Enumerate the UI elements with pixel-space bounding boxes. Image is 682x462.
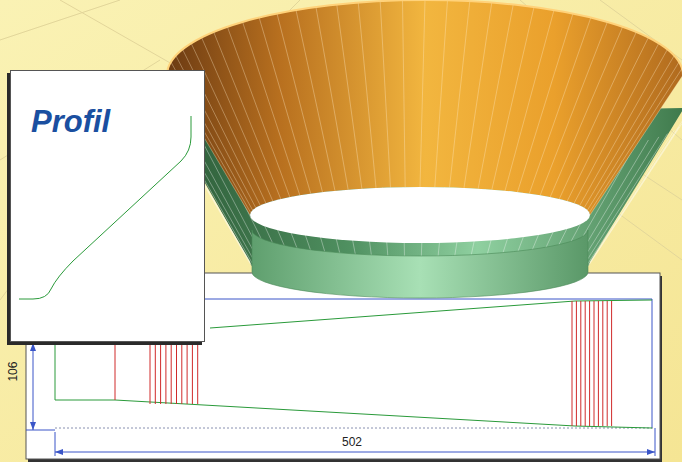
dimension-lines	[26, 343, 655, 456]
dimension-height: 106	[7, 362, 20, 382]
profile-curve	[19, 116, 191, 299]
profile-drawing	[572, 301, 573, 426]
funnel-3d	[316, 7, 348, 190]
funnel-3d	[435, 0, 448, 187]
funnel-3d	[167, 0, 682, 298]
profile-drawing	[192, 343, 193, 404]
dimension-lines	[647, 449, 655, 455]
profile-drawing	[652, 299, 653, 428]
profile-drawing	[160, 343, 161, 404]
dimension-lines	[55, 452, 655, 453]
profile-drawing	[589, 301, 590, 426]
funnel-3d	[589, 68, 682, 212]
profile-drawing	[150, 343, 151, 404]
profile-drawing	[607, 301, 608, 426]
profile-drawing	[176, 343, 177, 404]
funnel-3d	[214, 32, 281, 199]
profile-drawing	[165, 343, 166, 404]
funnel-3d	[358, 3, 376, 188]
profile-drawing	[171, 343, 172, 404]
funnel-3d	[243, 22, 300, 195]
funnel-3d	[380, 1, 390, 187]
funnel-3d	[420, 0, 425, 187]
funnel-3d	[584, 56, 674, 208]
funnel-3d	[529, 18, 591, 194]
panel-title: Profil	[31, 105, 110, 139]
funnel-3d	[167, 0, 682, 75]
funnel-3d	[478, 5, 513, 189]
dimension-lines	[30, 343, 36, 351]
funnel-3d	[464, 3, 492, 188]
dimension-lines	[33, 343, 34, 430]
profile-drawing	[580, 301, 581, 426]
profile-drawing	[197, 343, 198, 404]
profile-drawing	[585, 301, 586, 426]
funnel-3d	[540, 22, 607, 195]
funnel-3d	[450, 1, 470, 187]
profile-drawing	[611, 301, 612, 426]
funnel-3d	[403, 0, 406, 187]
profile-drawing	[181, 343, 182, 404]
profile-drawing	[55, 343, 652, 428]
funnel-3d	[202, 38, 273, 202]
dimension-lines	[30, 422, 36, 430]
profile-drawing	[55, 428, 655, 429]
funnel-3d	[492, 7, 534, 190]
profile-drawing	[602, 301, 603, 426]
funnel-3d	[250, 187, 590, 243]
profile-drawing	[594, 301, 595, 426]
profile-drawing	[115, 343, 116, 400]
profile-drawing	[187, 343, 188, 404]
profile-panel: Profil	[10, 70, 205, 342]
profile-drawing	[576, 301, 577, 426]
funnel-3d	[587, 62, 679, 210]
funnel-3d	[167, 0, 682, 215]
profile-drawing	[155, 343, 156, 404]
funnel-3d	[580, 49, 668, 205]
funnel-3d	[337, 5, 362, 189]
funnel-3d	[259, 18, 311, 194]
profile-drawing	[598, 301, 599, 426]
dimension-lines	[26, 430, 55, 431]
funnel-3d	[590, 75, 682, 215]
funnel-3d	[574, 43, 659, 203]
dimension-lines	[55, 449, 63, 455]
funnel-3d	[167, 0, 682, 215]
profile-drawing	[205, 299, 652, 300]
dimension-length: 502	[342, 436, 362, 449]
